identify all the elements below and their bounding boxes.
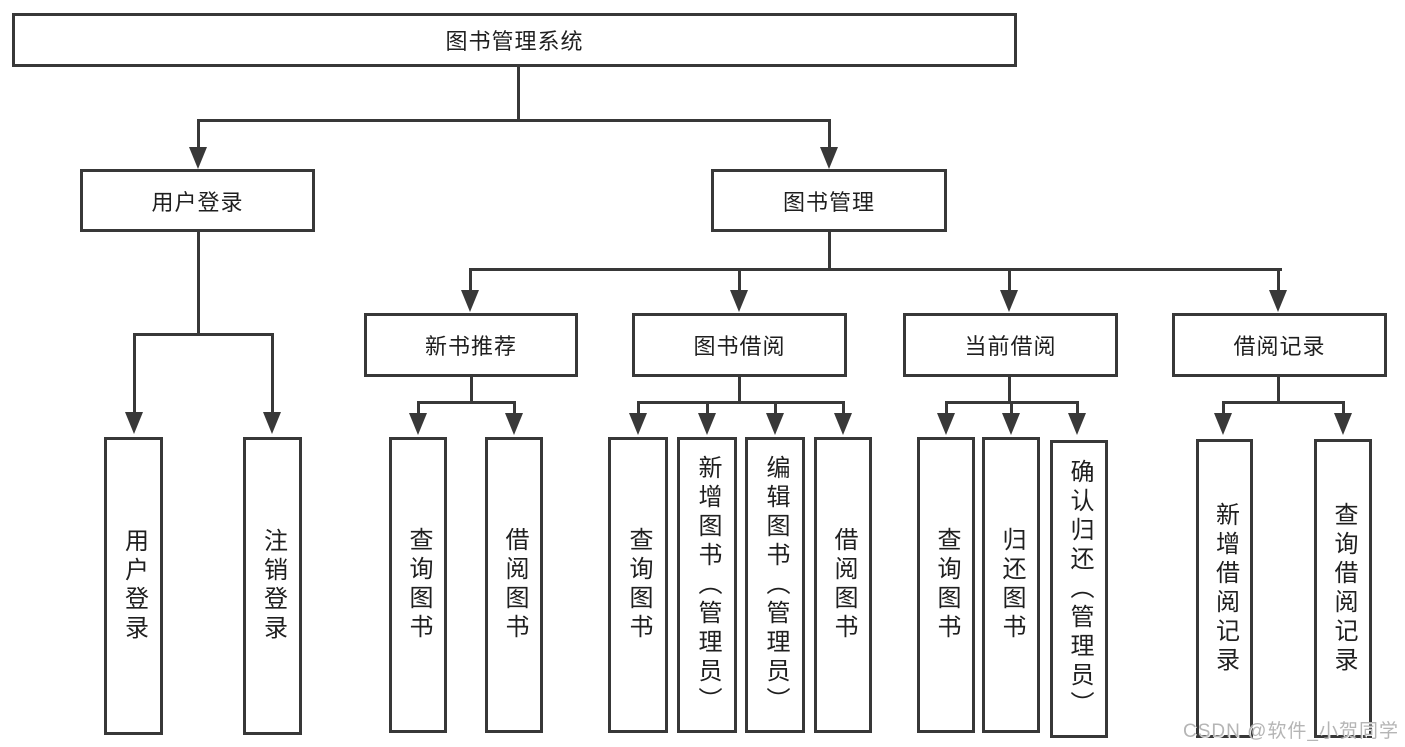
connector-vline	[470, 377, 473, 404]
connector-stem	[1008, 268, 1011, 292]
arrow-down-icon	[409, 413, 427, 435]
connector-stem	[842, 401, 845, 415]
node-library-management-system: 图书管理系统	[12, 13, 1017, 67]
arrow-down-icon	[1002, 413, 1020, 435]
connector-root-vline	[517, 67, 520, 120]
connector-stem	[828, 119, 831, 151]
node-borrowing-records: 借阅记录	[1172, 313, 1387, 377]
connector-stem	[513, 401, 516, 415]
connector-hline	[417, 401, 516, 404]
arrow-down-icon	[820, 147, 838, 169]
node-user-login: 用户登录	[80, 169, 315, 232]
node-leaf-query-books: 查询图书	[389, 437, 447, 733]
csdn-watermark: CSDN @软件_小贺同学	[1183, 721, 1399, 742]
arrow-down-icon	[1214, 413, 1232, 435]
node-new-book-recommendation: 新书推荐	[364, 313, 578, 377]
node-leaf-borrow-books: 借阅图书	[814, 437, 872, 733]
connector-vline	[1008, 377, 1011, 404]
connector-root-hline	[197, 119, 831, 122]
arrow-down-icon	[730, 290, 748, 312]
connector-stem	[774, 401, 777, 415]
node-leaf-query-books: 查询图书	[608, 437, 668, 733]
arrow-down-icon	[461, 290, 479, 312]
node-leaf-query-books: 查询图书	[917, 437, 975, 733]
connector-user-login-hline	[133, 333, 274, 336]
arrow-down-icon	[834, 413, 852, 435]
node-current-borrowing: 当前借阅	[903, 313, 1118, 377]
node-leaf-query-borrow-record: 查询借阅记录	[1314, 439, 1372, 738]
node-leaf-user-login: 用户登录	[104, 437, 163, 735]
node-leaf-add-books-admin: 新增图书（管理员）	[677, 437, 737, 733]
connector-stem	[417, 401, 420, 415]
connector-stem	[133, 333, 136, 413]
node-leaf-confirm-return-admin: 确认归还（管理员）	[1050, 440, 1108, 738]
connector-stem	[738, 268, 741, 292]
node-book-management: 图书管理	[711, 169, 947, 232]
arrow-down-icon	[766, 413, 784, 435]
node-book-borrowing: 图书借阅	[632, 313, 847, 377]
arrow-down-icon	[698, 413, 716, 435]
connector-stem	[1010, 401, 1013, 415]
node-leaf-return-books: 归还图书	[982, 437, 1040, 733]
connector-stem	[271, 333, 274, 413]
connector-stem	[1076, 401, 1079, 415]
arrow-down-icon	[937, 413, 955, 435]
arrow-down-icon	[189, 147, 207, 169]
node-leaf-logout: 注销登录	[243, 437, 302, 735]
connector-hline	[637, 401, 845, 404]
node-leaf-borrow-books: 借阅图书	[485, 437, 543, 733]
connector-book-mgmt-vline	[828, 232, 831, 270]
connector-stem	[469, 268, 472, 292]
connector-stem	[706, 401, 709, 415]
connector-vline	[738, 377, 741, 404]
arrow-down-icon	[629, 413, 647, 435]
arrow-down-icon	[1000, 290, 1018, 312]
arrow-down-icon	[263, 412, 281, 434]
connector-book-mgmt-hline	[469, 268, 1282, 271]
connector-stem	[1342, 401, 1345, 415]
connector-hline	[1222, 401, 1345, 404]
arrow-down-icon	[505, 413, 523, 435]
connector-stem	[1222, 401, 1225, 415]
connector-stem	[197, 119, 200, 151]
arrow-down-icon	[125, 412, 143, 434]
connector-stem	[945, 401, 948, 415]
arrow-down-icon	[1068, 413, 1086, 435]
connector-stem	[1277, 268, 1280, 292]
node-leaf-add-borrow-record: 新增借阅记录	[1196, 439, 1253, 738]
connector-stem	[637, 401, 640, 415]
node-leaf-edit-books-admin: 编辑图书（管理员）	[745, 437, 805, 733]
arrow-down-icon	[1334, 413, 1352, 435]
connector-user-login-vline	[197, 232, 200, 336]
arrow-down-icon	[1269, 290, 1287, 312]
connector-vline	[1277, 377, 1280, 404]
